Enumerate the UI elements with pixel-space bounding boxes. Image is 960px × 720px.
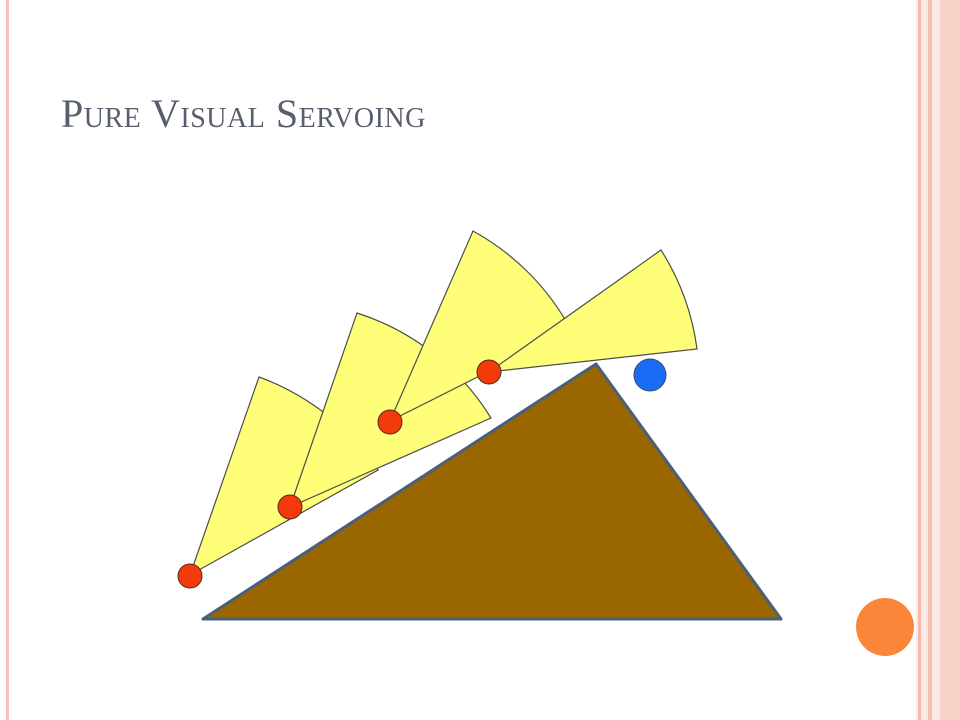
camera-center-point	[476, 359, 502, 385]
camera-center-point	[177, 563, 203, 589]
camera-fov-wedge-4	[486, 249, 698, 373]
slide-title: Pure Visual Servoing	[61, 91, 426, 136]
frame-border-left	[6, 0, 9, 720]
accent-dot-icon	[856, 598, 914, 656]
triangle-object	[201, 362, 783, 621]
camera-center-point	[377, 409, 403, 435]
frame-stripe	[928, 0, 932, 720]
target-feature-point	[633, 358, 667, 392]
camera-fov-wedge-3	[388, 230, 572, 423]
frame-stripe	[918, 0, 921, 720]
frame-stripe	[940, 0, 960, 720]
camera-center-point	[277, 494, 303, 520]
